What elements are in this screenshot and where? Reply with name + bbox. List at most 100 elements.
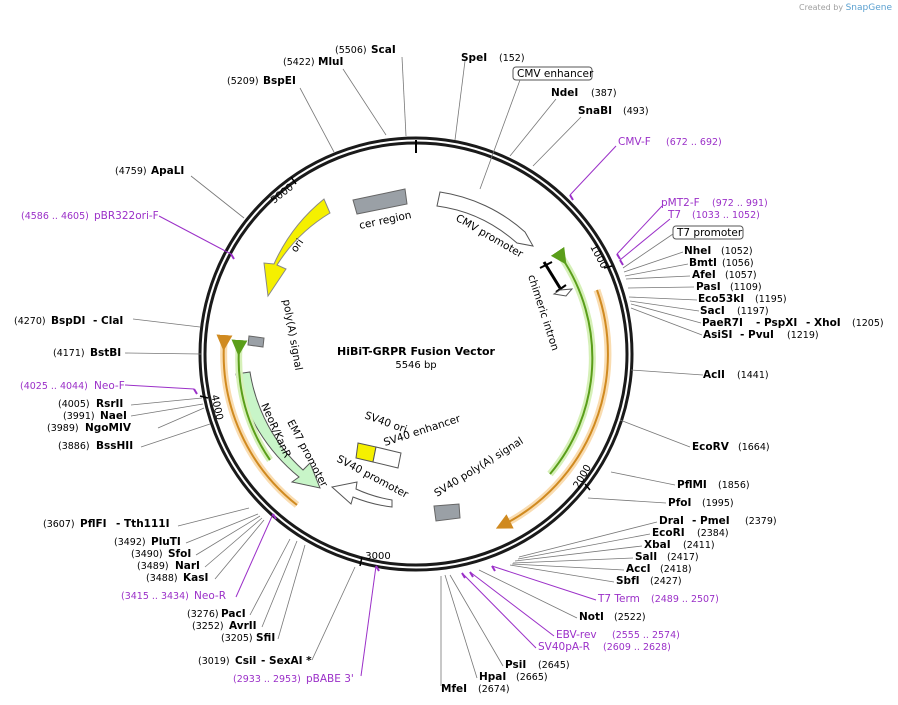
chimeric-intron[interactable] — [539, 261, 574, 297]
t7-promoter-tag[interactable] — [672, 225, 744, 240]
site-pos-apali: (4759) — [115, 166, 147, 177]
site-name-t7-term[interactable]: T7 Term — [597, 593, 640, 605]
site-name-xhoi[interactable]: - XhoI — [806, 317, 841, 329]
site-name-bspei[interactable]: BspEI — [263, 75, 296, 87]
site-name-asisi[interactable]: AsiSI — [703, 329, 732, 341]
site-name-acli[interactable]: AclI — [703, 369, 725, 381]
site-name-pfoi[interactable]: PfoI — [668, 497, 691, 509]
site-name-pvui[interactable]: - PvuI — [740, 329, 774, 341]
site-name-pmt2-f[interactable]: pMT2-F — [661, 197, 700, 209]
site-name-clai[interactable]: - ClaI — [93, 315, 123, 327]
sv40-polya-box[interactable] — [433, 503, 461, 522]
site-leader-acci — [511, 563, 625, 571]
cmv-enhancer-tag[interactable] — [512, 66, 593, 81]
sv40-ori-box[interactable] — [355, 442, 377, 463]
site-name-cmv-f[interactable]: CMV-F — [618, 136, 651, 148]
cer-region-box[interactable] — [352, 188, 408, 215]
site-name-snabi[interactable]: SnaBI — [578, 105, 612, 117]
polya-signal-box[interactable] — [247, 335, 265, 348]
site-name-naei[interactable]: NaeI — [100, 410, 127, 422]
site-leader-pluti — [185, 513, 259, 544]
site-name-saci[interactable]: SacI — [700, 305, 725, 317]
primer-mark-ebv-rev — [469, 571, 474, 578]
site-pos-neo-r: (3415 .. 3434) — [121, 591, 189, 602]
site-name-mfei[interactable]: MfeI — [441, 683, 467, 695]
site-pos-acli: (1441) — [737, 370, 769, 381]
site-pos-snabi: (493) — [623, 106, 649, 117]
site-name-t7[interactable]: T7 — [667, 209, 681, 221]
site-name-tth111i[interactable]: - Tth111I — [116, 518, 170, 530]
site-name-bspdi[interactable]: BspDI — [51, 315, 85, 327]
site-leader-pfoi — [587, 497, 667, 504]
site-name-nhei[interactable]: NheI — [684, 245, 711, 257]
site-leader-pasi — [627, 286, 695, 289]
site-name-noti[interactable]: NotI — [579, 611, 604, 623]
site-leader-sfii — [277, 544, 306, 640]
site-name-mlui[interactable]: MluI — [318, 56, 343, 68]
site-leader-spei — [454, 60, 466, 141]
site-name-pflfi[interactable]: PflFI — [80, 518, 107, 530]
site-name-ecorv[interactable]: EcoRV — [692, 441, 730, 453]
site-name-pspxi[interactable]: - PspXI — [756, 317, 797, 329]
site-name-acci[interactable]: AccI — [626, 563, 650, 575]
site-pos-saci: (1197) — [737, 306, 769, 317]
site-name-neo-r[interactable]: Neo-R — [194, 590, 226, 602]
site-leader-bspdi — [132, 318, 201, 328]
site-name-scai[interactable]: ScaI — [371, 44, 396, 56]
cmv-enhancer-tag-label: CMV enhancer — [517, 68, 594, 80]
site-name-ngomiv[interactable]: NgoMIV — [85, 422, 132, 434]
site-pos-nari: (3489) — [137, 561, 169, 572]
site-name-ecori[interactable]: EcoRI — [652, 527, 685, 539]
sv40-enhancer-box[interactable] — [372, 446, 402, 469]
site-leader-xbai — [514, 545, 643, 562]
site-name-apali[interactable]: ApaLI — [151, 165, 184, 177]
sv40-promoter-arrow[interactable] — [330, 481, 393, 508]
site-name-ebv-rev[interactable]: EBV-rev — [556, 629, 597, 641]
site-name-drai[interactable]: DraI — [659, 515, 684, 527]
site-name-hpai[interactable]: HpaI — [479, 671, 506, 683]
site-name-sv40pa-r[interactable]: SV40pA-R — [538, 641, 590, 653]
sv40-polya-label: SV40 poly(A) signal — [432, 435, 525, 500]
site-name-rsrii[interactable]: RsrII — [96, 398, 123, 410]
site-name-csii[interactable]: CsiI — [235, 655, 256, 667]
site-leader-bsshii — [140, 423, 211, 448]
site-name-bsshii[interactable]: BssHII — [96, 440, 133, 452]
site-name-pluti[interactable]: PluTI — [151, 536, 181, 548]
site-name-pasi[interactable]: PasI — [696, 281, 721, 293]
site-leader-kasi — [214, 519, 265, 580]
site-pos-bstbi: (4171) — [53, 348, 85, 359]
site-name-sali[interactable]: SalI — [635, 551, 657, 563]
site-name-kasi[interactable]: KasI — [183, 572, 208, 584]
site-name-nari[interactable]: NarI — [175, 560, 200, 572]
green-arc-right-line — [549, 246, 594, 475]
site-name-pbabe-3[interactable]: pBABE 3' — [306, 673, 354, 685]
site-name-pmei[interactable]: - PmeI — [692, 515, 730, 527]
site-name-sfii[interactable]: SfiI — [256, 632, 275, 644]
site-pos-ebv-rev: (2555 .. 2574) — [612, 630, 680, 641]
primer-mark-pbr322ori-f — [230, 253, 235, 260]
site-leader-csii — [311, 566, 356, 661]
site-name-afei[interactable]: AfeI — [692, 269, 716, 281]
site-name-paci[interactable]: PacI — [221, 608, 246, 620]
site-name-pflmi[interactable]: PflMI — [677, 479, 707, 491]
site-name-ndei[interactable]: NdeI — [551, 87, 578, 99]
site-name-eco53ki[interactable]: Eco53kI — [698, 293, 744, 305]
site-name-psii[interactable]: PsiI — [505, 659, 526, 671]
site-name-avrii[interactable]: AvrII — [229, 620, 257, 632]
cmv-promoter-arrow[interactable] — [436, 191, 534, 247]
site-name-sbfi[interactable]: SbfI — [616, 575, 640, 587]
ori-arrow[interactable] — [263, 198, 331, 298]
site-name-pbr322ori-f[interactable]: pBR322ori-F — [94, 210, 159, 222]
site-name-sexai[interactable]: - SexAI * — [261, 655, 312, 667]
site-name-bstbi[interactable]: BstBI — [90, 347, 121, 359]
site-pos-bsshii: (3886) — [58, 441, 90, 452]
site-pos-pmt2-f: (972 .. 991) — [712, 198, 768, 209]
site-name-paer7i[interactable]: PaeR7I — [702, 317, 743, 329]
site-name-neo-f[interactable]: Neo-F — [94, 380, 125, 392]
site-name-sfoi[interactable]: SfoI — [168, 548, 191, 560]
polya-signal-label: poly(A) signal — [280, 298, 304, 371]
site-name-bmti[interactable]: BmtI — [689, 257, 717, 269]
site-name-spei[interactable]: SpeI — [461, 52, 487, 64]
site-leader-pflmi — [610, 471, 676, 486]
site-name-xbai[interactable]: XbaI — [644, 539, 671, 551]
